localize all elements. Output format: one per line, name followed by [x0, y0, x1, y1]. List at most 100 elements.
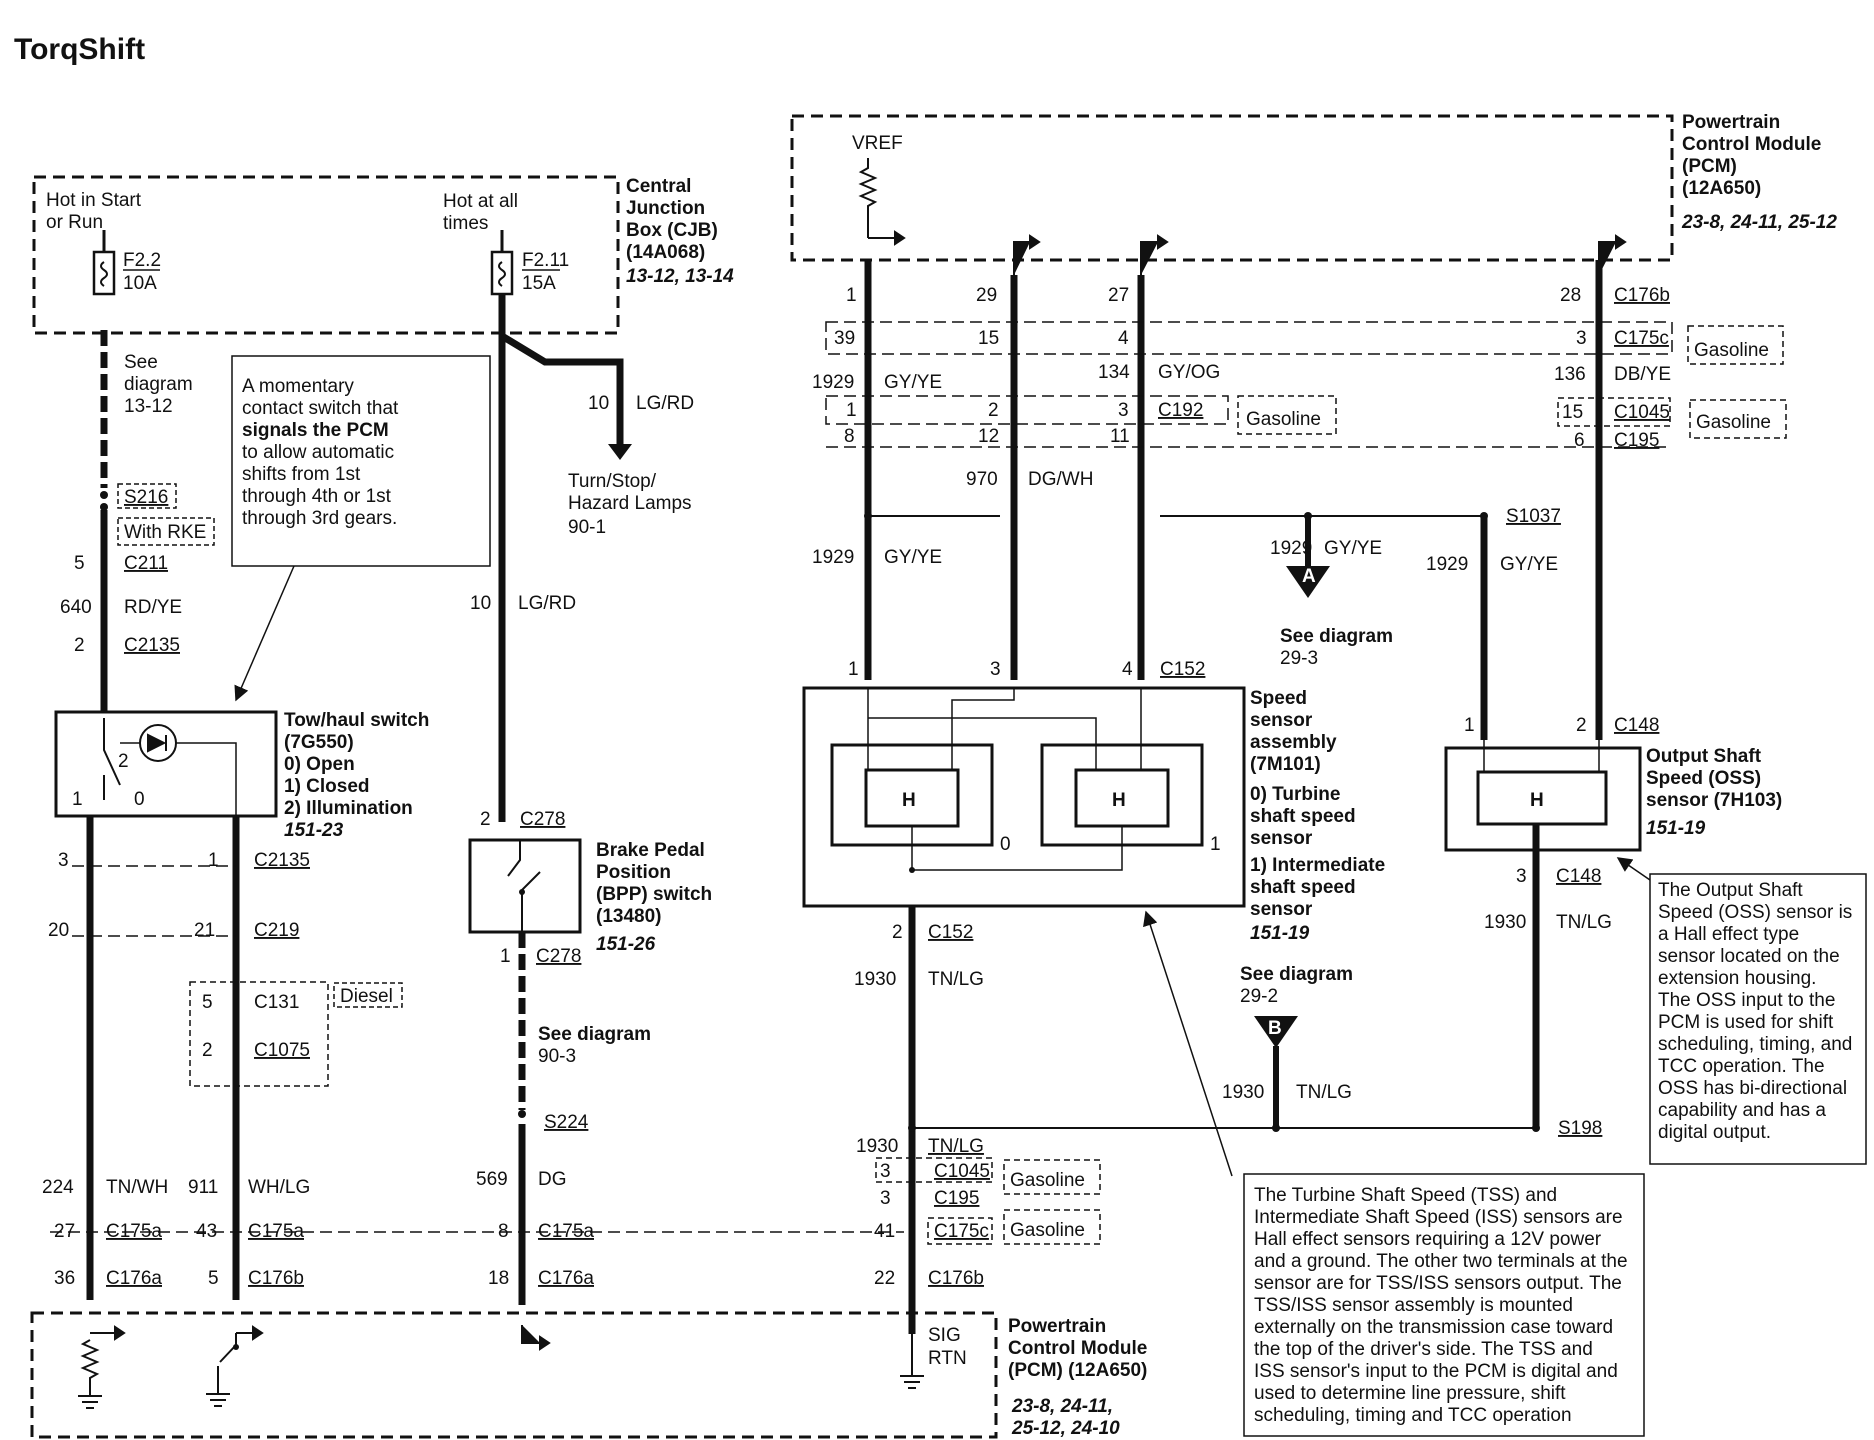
label-w640: 640 [60, 597, 92, 618]
tow_haul-lines-1: (7G550) [284, 732, 354, 753]
label-c148: C148 [1614, 715, 1659, 736]
note_momentary-lines-6: through 3rd gears. [242, 508, 397, 529]
label-w1929b: 1929 [812, 547, 854, 568]
note_oss-lines-3: sensor located on the [1658, 946, 1840, 967]
label-c278a: C278 [520, 809, 565, 830]
oss-lines-1: Speed (OSS) [1646, 768, 1761, 789]
label-c152b: C152 [928, 922, 973, 943]
label-w1929cc: GY/YE [1324, 538, 1382, 559]
label-c175cp3: 4 [1118, 328, 1129, 349]
speed_sensor-lines-0: Speed [1250, 688, 1307, 709]
speed_sensor-lines-8: shaft speed [1250, 877, 1356, 898]
note_tss-lines-9: used to determine line pressure, shift [1254, 1383, 1566, 1404]
note_tss-lines-10: scheduling, timing and TCC operation [1254, 1405, 1572, 1426]
label-w1930dc: TN/LG [928, 1136, 984, 1157]
label-w569c: DG [538, 1169, 567, 1190]
speed_sensor-lines-4: 0) Turbine [1250, 784, 1340, 805]
label-w1929c: 1929 [1270, 538, 1312, 559]
note_oss-lines-10: capability and has a [1658, 1100, 1826, 1121]
label-w10a: 10 [588, 393, 609, 414]
label-c195b: C195 [934, 1188, 979, 1209]
note_oss-lines-7: scheduling, timing, and [1658, 1034, 1852, 1055]
label-c278bp: 1 [500, 946, 511, 967]
oss-ref: 151-19 [1646, 818, 1706, 839]
label-ss1: 1 [1210, 834, 1221, 855]
label-c131: C131 [254, 992, 299, 1013]
note-momentary-switch: A momentary contact switch that signals … [231, 355, 491, 702]
fuse-icon [490, 250, 514, 296]
speed_sensor-lines-5: shaft speed [1250, 806, 1356, 827]
with-rke-tag: With RKE [124, 522, 206, 543]
note_tss-lines-6: externally on the transmission case towa… [1254, 1317, 1613, 1338]
note_tss-lines-2: Hall effect sensors requiring a 12V powe… [1254, 1229, 1602, 1250]
label-sw1: 1 [72, 789, 83, 810]
speed_sensor-lines-1: sensor [1250, 710, 1313, 731]
label-c148b: C148 [1556, 866, 1601, 887]
label-c148p1: 1 [1464, 715, 1475, 736]
note-tss: The Turbine Shaft Speed (TSS) and Interm… [1143, 910, 1645, 1437]
label-w224c: TN/WH [106, 1177, 168, 1198]
label-s224: S224 [544, 1112, 589, 1133]
bpp-switch: Brake Pedal Position (BPP) switch (13480… [468, 838, 712, 1305]
note_tss-lines-1: Intermediate Shaft Speed (ISS) sensors a… [1254, 1207, 1623, 1228]
label-w134c: GY/OG [1158, 362, 1220, 383]
label-c175a1p: 27 [54, 1221, 75, 1242]
tags-gasoline: Gasoline [1010, 1170, 1085, 1191]
label-c1045b: C1045 [934, 1161, 990, 1182]
label-c2135bp1: 3 [58, 850, 69, 871]
label-c175c: C175c [1614, 328, 1669, 349]
label-c176a2: C176a [538, 1268, 594, 1289]
label-w136: 136 [1554, 364, 1586, 385]
pcm-top-wires: 39 15 4 3 C175c Gasoline C176b 1929 GY/Y… [812, 260, 1787, 740]
bpp-lines-2: (BPP) switch [596, 884, 712, 905]
label-c192p3: 3 [1118, 400, 1129, 421]
see-d903-0: See diagram [538, 1024, 651, 1045]
ground-icon [78, 1395, 102, 1409]
fuse1-rating: 10A [123, 273, 157, 294]
note_momentary-lines-4: shifts from 1st [242, 464, 361, 485]
label-w224: 224 [42, 1177, 74, 1198]
label-c131p: 5 [202, 992, 213, 1013]
label-w911c: WH/LG [248, 1177, 310, 1198]
label-c176b: C176b [1614, 285, 1670, 306]
cjb-ref: 13-12, 13-14 [626, 266, 734, 287]
note_momentary-lines-2: signals the PCM [242, 420, 389, 441]
label-c175cp2: 15 [978, 328, 999, 349]
label-w1930a: 1930 [854, 969, 896, 990]
oss-lines-0: Output Shaft [1646, 746, 1762, 767]
speed_sensor-lines-3: (7M101) [1250, 754, 1321, 775]
label-c2135b: C2135 [254, 850, 310, 871]
speed_sensor-ref: 151-19 [1250, 923, 1310, 944]
pcm-bottom: Powertrain Control Module (PCM) (12A650)… [30, 1311, 1147, 1439]
label-w1929dc: GY/YE [1500, 554, 1558, 575]
label-c175cb: C175c [934, 1221, 989, 1242]
label-c176a1p: 36 [54, 1268, 75, 1289]
label-w1930d: 1930 [856, 1136, 898, 1157]
sig-label: SIG [928, 1325, 961, 1346]
label-c195p1: 8 [844, 426, 855, 447]
diesel-tag: Diesel [340, 986, 393, 1007]
label-sw0: 0 [134, 789, 145, 810]
pcm-pin-27: 27 [1108, 285, 1129, 306]
note_momentary-lines-5: through 4th or 1st [242, 486, 392, 507]
label-s1037: S1037 [1506, 506, 1561, 527]
label-c175cp1: 39 [834, 328, 855, 349]
label-c152bp: 2 [892, 922, 903, 943]
see-turn_lines-2: 90-1 [568, 517, 606, 538]
note_oss-lines-6: PCM is used for shift [1658, 1012, 1834, 1033]
note_momentary-lines-0: A momentary [242, 376, 354, 397]
label-c148p2: 2 [1576, 715, 1587, 736]
speed_sensor-lines-6: sensor [1250, 828, 1313, 849]
note_oss-lines-5: The OSS input to the [1658, 990, 1835, 1011]
label-w136c: DB/YE [1614, 364, 1671, 385]
see-d292-0: See diagram [1240, 964, 1353, 985]
speed_sensor-h: H [902, 790, 916, 811]
pcm-top-ref: 23-8, 24-11, 25-12 [1681, 212, 1837, 233]
speed_sensor-h: H [1530, 790, 1544, 811]
s216-label: S216 [124, 487, 168, 508]
label-sw2: 2 [118, 751, 129, 772]
pcm-bottom-label-3: (PCM) (12A650) [1008, 1360, 1147, 1381]
label-w1930b: 1930 [1484, 912, 1526, 933]
fuse1-name: F2.2 [123, 250, 161, 271]
label-c175a2: C175a [248, 1221, 304, 1242]
